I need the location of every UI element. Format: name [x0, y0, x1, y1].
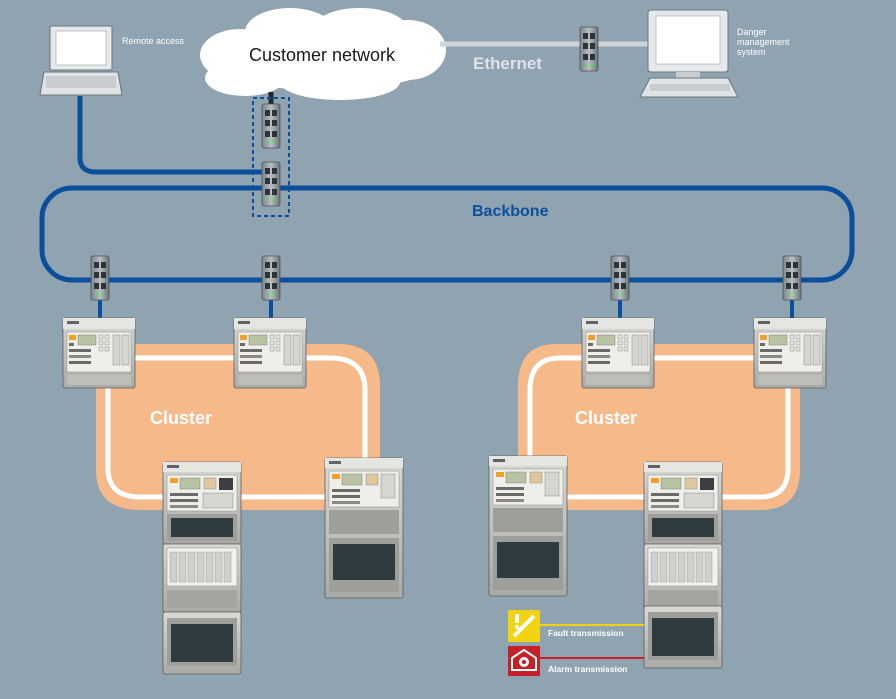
customer-network-cloud: [200, 8, 446, 100]
alarm-transmission-label: Alarm transmission: [548, 664, 628, 674]
gateway-dashed-box: [252, 97, 290, 217]
control-panel-1: [62, 317, 136, 389]
backbone-label: Backbone: [472, 203, 549, 220]
remote-access-label: Remote access: [122, 36, 185, 46]
backbone-switch-1: [90, 255, 110, 301]
ethernet-switch: [579, 26, 599, 72]
alarm-transmission-icon: [508, 646, 540, 676]
control-panel-2: [233, 317, 307, 389]
gateway-switch-upper: [261, 103, 281, 149]
cabinet-tall-right: [643, 461, 723, 669]
backbone-ring: [39, 185, 855, 283]
danger-management-pc-icon: [639, 9, 739, 98]
fault-transmission-label: Fault transmission: [548, 628, 624, 638]
control-panel-4: [753, 317, 827, 389]
cabinet-medium-left: [324, 457, 404, 599]
cabinet-medium-right: [488, 455, 568, 597]
backbone-switch-3: [610, 255, 630, 301]
customer-network-label: Customer network: [249, 45, 396, 65]
gateway-switch-lower: [261, 161, 281, 207]
cluster-right-label: Cluster: [575, 408, 638, 428]
remote-access-laptop-icon: [39, 25, 123, 96]
remote-access-link: [77, 96, 266, 175]
cluster-left-label: Cluster: [150, 408, 213, 428]
cabinet-tall-left: [162, 461, 242, 675]
backbone-switch-2: [261, 255, 281, 301]
fault-transmission-icon: [508, 610, 540, 642]
ethernet-label: Ethernet: [473, 54, 542, 73]
control-panel-3: [581, 317, 655, 389]
danger-management-label: Danger management system: [737, 27, 790, 57]
backbone-switch-4: [782, 255, 802, 301]
